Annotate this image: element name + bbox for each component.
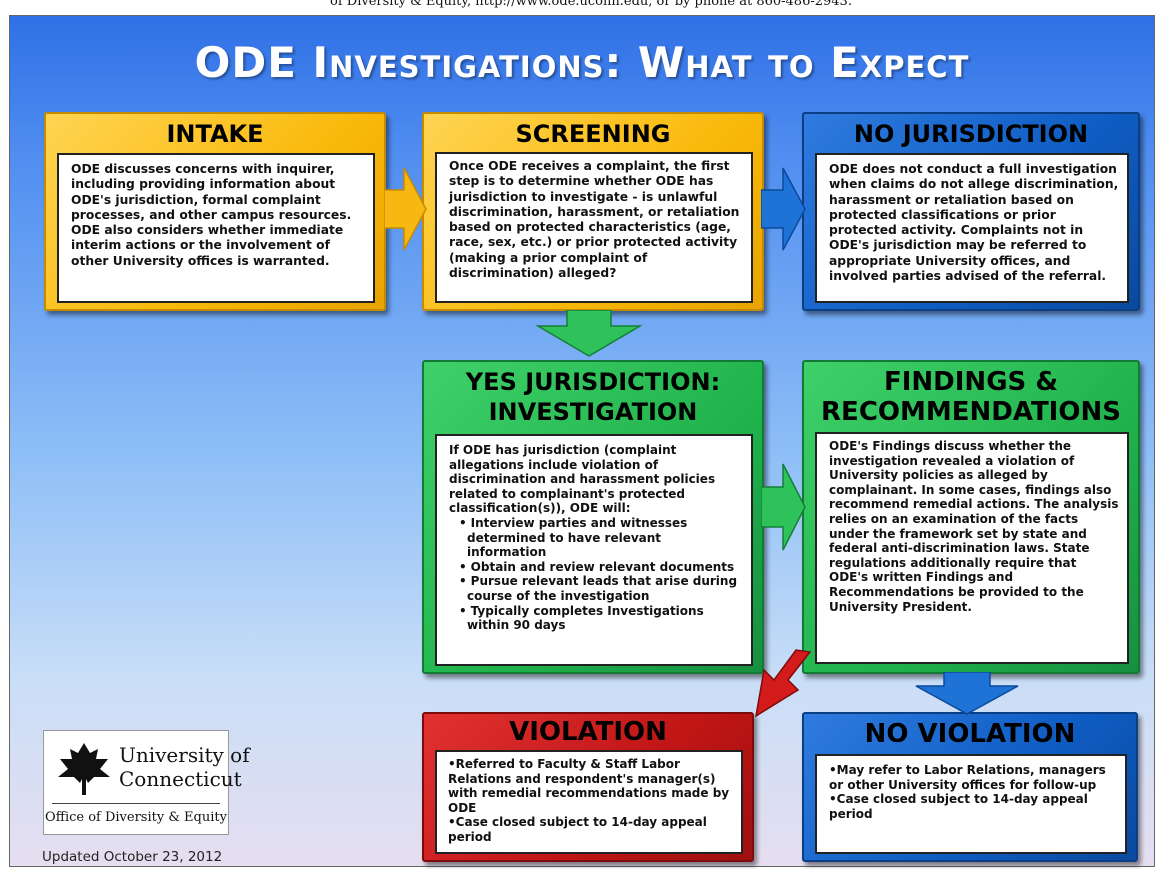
no-jurisdiction-text: ODE does not conduct a full investigatio… — [815, 153, 1129, 303]
no-violation-list: May refer to Labor Relations, managers o… — [829, 763, 1117, 821]
screening-text: Once ODE receives a complaint, the first… — [435, 152, 753, 303]
arrow-yes-to-findings — [761, 463, 806, 551]
findings-heading-1: FINDINGS & — [883, 367, 1058, 397]
violation-list: Referred to Faculty & Staff Labor Relati… — [448, 757, 733, 845]
violation-box: VIOLATION Referred to Faculty & Staff La… — [422, 712, 754, 862]
no-jurisdiction-heading: NO JURISDICTION — [853, 120, 1089, 148]
list-item: Referred to Faculty & Staff Labor Relati… — [448, 757, 733, 815]
list-item: May refer to Labor Relations, managers o… — [829, 763, 1117, 792]
arrow-screening-to-yes — [535, 310, 643, 357]
yes-jurisdiction-box: YES JURISDICTION: INVESTIGATION If ODE h… — [422, 360, 764, 674]
yes-jurisdiction-heading-1: YES JURISDICTION: — [465, 368, 721, 396]
header-strip: of Diversity & Equity, http://www.ode.uc… — [0, 0, 1164, 14]
yes-jurisdiction-intro: If ODE has jurisdiction (complaint alleg… — [449, 443, 716, 516]
intake-box: INTAKE ODE discusses concerns with inqui… — [44, 112, 386, 311]
findings-heading-2: RECOMMENDATIONS — [821, 397, 1121, 427]
updated-date: Updated October 23, 2012 — [42, 849, 223, 865]
logo-line-3: Office of Diversity & Equity — [45, 810, 227, 825]
logo-divider — [52, 803, 220, 804]
arrow-findings-to-violation — [754, 649, 812, 718]
intake-heading: INTAKE — [166, 120, 264, 148]
yes-jurisdiction-text: If ODE has jurisdiction (complaint alleg… — [435, 434, 753, 666]
violation-heading: VIOLATION — [509, 717, 667, 747]
page-title: ODE Investigations: What to Expect — [194, 38, 970, 87]
list-item: Typically completes Investigations withi… — [449, 604, 741, 633]
findings-box: FINDINGS & RECOMMENDATIONS ODE's Finding… — [802, 360, 1140, 674]
no-violation-text: May refer to Labor Relations, managers o… — [815, 754, 1127, 854]
list-item: Case closed subject to 14-day appeal per… — [829, 792, 1117, 821]
screening-box: SCREENING Once ODE receives a complaint,… — [422, 112, 764, 311]
list-item: Case closed subject to 14-day appeal per… — [448, 815, 733, 844]
list-item: Pursue relevant leads that arise during … — [449, 574, 741, 603]
yes-jurisdiction-list: Interview parties and witnesses determin… — [449, 516, 741, 633]
logo-line-1: University of — [119, 743, 250, 767]
oak-leaf-icon — [58, 743, 110, 795]
findings-text: ODE's Findings discuss whether the inves… — [815, 432, 1129, 664]
header-strip-text: of Diversity & Equity, http://www.ode.uc… — [330, 0, 852, 9]
no-jurisdiction-box: NO JURISDICTION ODE does not conduct a f… — [802, 112, 1140, 311]
arrow-findings-to-no-violation — [915, 672, 1019, 715]
screening-heading: SCREENING — [515, 120, 671, 148]
no-violation-heading: NO VIOLATION — [864, 719, 1076, 749]
logo-line-2: Connecticut — [119, 767, 242, 791]
university-logo: University of Connecticut Office of Dive… — [43, 730, 250, 835]
no-violation-box: NO VIOLATION May refer to Labor Relation… — [802, 712, 1138, 862]
list-item: Interview parties and witnesses determin… — [449, 516, 741, 560]
intake-text: ODE discusses concerns with inquirer, in… — [57, 153, 375, 303]
yes-jurisdiction-heading-2: INVESTIGATION — [488, 398, 698, 426]
arrow-intake-to-screening — [384, 167, 427, 251]
arrow-screening-to-no-jurisdiction — [761, 167, 806, 251]
violation-text: Referred to Faculty & Staff Labor Relati… — [435, 750, 743, 854]
list-item: Obtain and review relevant documents — [449, 560, 741, 575]
poster: ODE Investigations: What to Expect INTAK… — [9, 15, 1155, 867]
